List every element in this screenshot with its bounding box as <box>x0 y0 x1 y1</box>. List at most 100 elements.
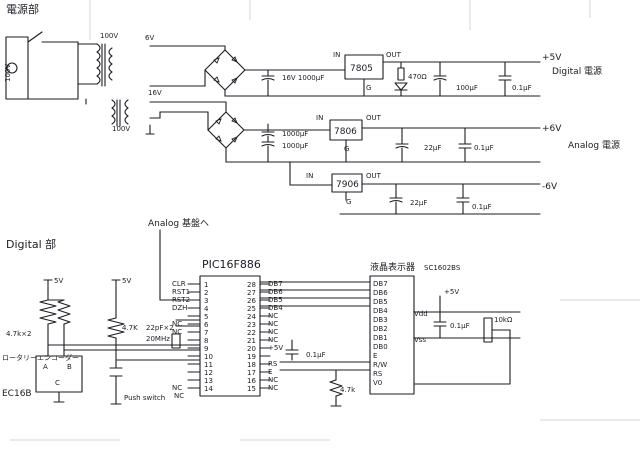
lcd-pin-name: DB1 <box>373 334 388 342</box>
mcu-pin-number-left: 8 <box>204 337 208 345</box>
res-single-label: 4.7K <box>122 324 138 332</box>
contrast-pot <box>413 317 511 385</box>
lcd-cap-label: 0.1μF <box>450 322 470 330</box>
out-5v-label: +5V <box>542 53 562 63</box>
mcu-pin-name-right: NC <box>268 312 278 320</box>
mcu-pin-number-right: 22 <box>247 329 256 337</box>
lcd-title: 液晶表示器 <box>370 261 415 273</box>
lcd-pin-name: DB6 <box>373 289 388 297</box>
mcu-pin-name-left: NC <box>172 328 182 336</box>
secondary-100v-label: 100V <box>112 125 130 133</box>
cap-pos6-a-label: 22μF <box>424 144 441 152</box>
mcu-pin-name-right: E <box>268 368 272 376</box>
lcd-pin-name: DB7 <box>373 280 388 288</box>
gnd-nc-label: NC <box>174 392 184 400</box>
push-switch-label: Push switch <box>124 394 165 402</box>
cap-mid-label: 0.1μF <box>306 351 326 359</box>
mcu-pic16f886 <box>199 275 261 397</box>
mcu-pin-name-left: NC <box>172 320 182 328</box>
mcu-pin-number-left: 10 <box>204 353 213 361</box>
lcd-vss-label: Vss <box>414 336 426 344</box>
transformer-main <box>77 43 113 87</box>
cap-neg6-a <box>389 183 403 215</box>
mcu-pin-number-right: 19 <box>247 353 256 361</box>
mcu-pin-name-left: RST2 <box>172 296 190 304</box>
ac-input-label: 100V <box>4 64 12 82</box>
cap-5v-a <box>433 61 447 97</box>
pot-label: 10kΩ <box>494 316 513 324</box>
secondary-16v-label: 16V <box>148 89 162 97</box>
lcd-pin-name: RS <box>373 370 383 378</box>
reg-7806-out: OUT <box>366 114 382 122</box>
digital-section-title: Digital 部 <box>6 237 56 251</box>
mcu-pin-number-left: 5 <box>204 313 208 321</box>
reg-7806-label: 7806 <box>334 127 357 137</box>
reg-7805-out: OUT <box>386 51 402 59</box>
mcu-pin-name-left: NC <box>172 384 182 392</box>
push-switch <box>109 337 201 405</box>
mcu-pin-name-left: RST1 <box>172 288 190 296</box>
mcu-pin-number-left: 9 <box>204 345 208 353</box>
mcu-pin-number-right: 25 <box>247 305 256 313</box>
mcu-pin-name-right: NC <box>268 384 278 392</box>
digital-power-label: Digital 電源 <box>552 66 602 77</box>
pullup-resistors <box>39 299 125 339</box>
mcu-pin-number-right: 23 <box>247 321 256 329</box>
power-section-title: 電源部 <box>6 2 39 16</box>
mcu-name: PIC16F886 <box>202 258 261 271</box>
mcu-pin-number-right: 17 <box>247 369 256 377</box>
lcd-5v-label: +5V <box>444 288 459 296</box>
encoder-name: ロータリーエンコーダー <box>2 353 79 362</box>
lcd-pin-name: R/W <box>373 361 387 369</box>
transformer-primary-label: 100V <box>100 32 118 40</box>
mcu-pin-name-right: NC <box>268 320 278 328</box>
mcu-pin-name-right: NC <box>268 328 278 336</box>
crystal-symbol <box>171 333 181 349</box>
digital-section: Digital 部 Analog 基盤へ 5V 5V 4.7k×2 4.7K A… <box>2 217 521 407</box>
mcu-pin-number-right: 18 <box>247 361 256 369</box>
mcu-pin-number-left: 3 <box>204 297 208 305</box>
mcu-pin-name-right: DB6 <box>268 288 283 296</box>
analog-power-label: Analog 電源 <box>568 140 620 151</box>
cap-pos-a-label: 1000μF <box>282 130 308 138</box>
res-pair-label: 4.7k×2 <box>6 330 32 338</box>
bridge-rectifier-analog <box>149 101 245 149</box>
cap-pos6-a <box>395 127 409 163</box>
cap-main <box>261 69 275 97</box>
mcu-pin-number-left: 14 <box>204 385 213 393</box>
cap-pos6-b-label: 0.1μF <box>474 144 494 152</box>
mcu-pin-number-left: 7 <box>204 329 208 337</box>
cap-neg6-b <box>456 183 470 215</box>
ac-source-symbol <box>6 62 18 74</box>
out-pos6-label: +6V <box>542 124 562 134</box>
out-neg6-label: -6V <box>542 182 558 192</box>
cap-mid <box>285 339 299 361</box>
mcu-pin-name-right: NC <box>268 336 278 344</box>
reg-7805-g: G <box>366 84 371 92</box>
encoder-part: EC16B <box>2 389 32 399</box>
mcu-pin-number-right: 28 <box>247 281 256 289</box>
lcd-module <box>369 275 415 395</box>
lcd-part: SC1602BS <box>424 264 461 272</box>
cap-main-label: 16V 1000μF <box>282 74 324 82</box>
ac-switch-arm <box>27 31 43 43</box>
reg-7906-label: 7906 <box>336 180 359 190</box>
reg-7906-g: G <box>346 198 351 206</box>
lcd-pin-name: E <box>373 352 377 360</box>
power-section: 電源部 100V 100V 6V 16V 100V <box>4 2 620 215</box>
mcu-pin-number-right: 27 <box>247 289 256 297</box>
mcu-pin-number-left: 12 <box>204 369 213 377</box>
cap-5v-b <box>498 61 512 97</box>
cap-5v-b-label: 0.1μF <box>512 84 532 92</box>
lcd-cap <box>433 311 447 339</box>
mcu-pin-number-left: 4 <box>204 305 209 313</box>
mcu-pin-number-right: 20 <box>247 345 256 353</box>
transformer-analog <box>85 98 129 127</box>
cap-pos-b-label: 1000μF <box>282 142 308 150</box>
mcu-pin-name-right: RS <box>268 360 278 368</box>
vcc-a-label: 5V <box>54 277 63 285</box>
